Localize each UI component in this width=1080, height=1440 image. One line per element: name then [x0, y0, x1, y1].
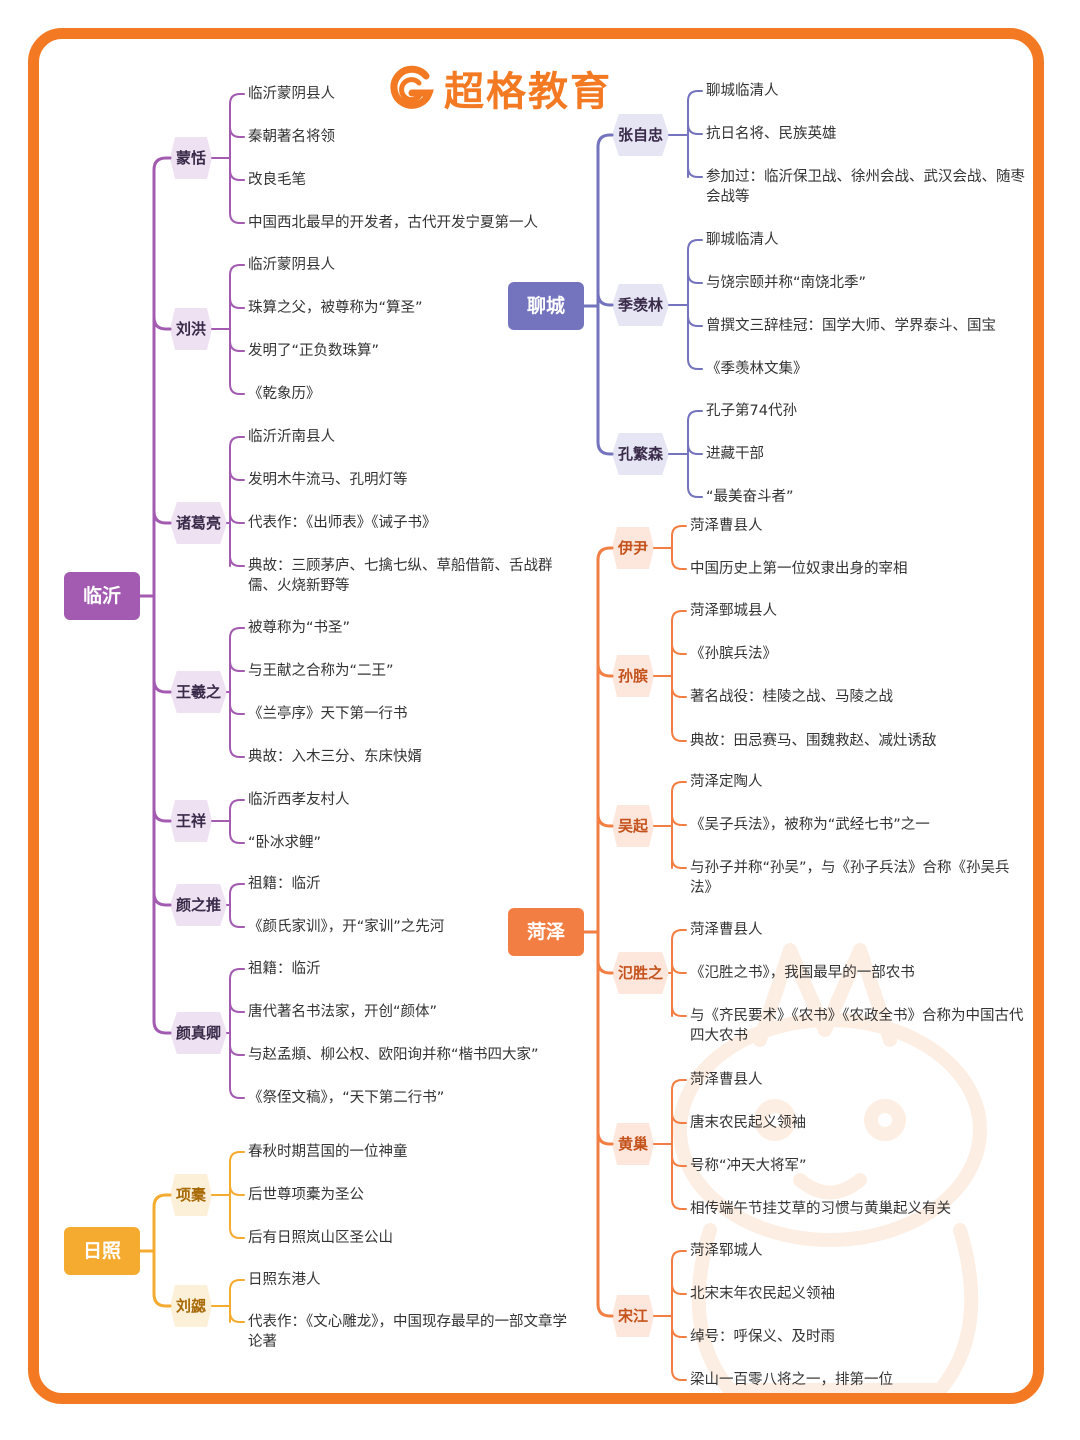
- person-linyi-7: 颜真卿: [170, 1018, 227, 1048]
- fact-rizhao-1-1: 春秋时期莒国的一位神童: [248, 1144, 408, 1160]
- person-liaocheng-2: 季羡林: [612, 290, 669, 320]
- fact-liaocheng-3-3: “最美奋斗者”: [706, 489, 794, 505]
- person-liaocheng-1: 张自忠: [612, 120, 669, 150]
- fact-linyi-4-1: 被尊称为“书圣”: [248, 620, 351, 636]
- fact-heze-4-3: 与《齐民要术》《农书》《农政全书》合称为中国古代四大农书: [690, 1008, 1024, 1044]
- person-linyi-4: 王羲之: [170, 677, 227, 707]
- person-rizhao-2: 刘勰: [170, 1291, 212, 1321]
- fact-linyi-3-1: 临沂沂南县人: [248, 429, 335, 445]
- person-linyi-1: 蒙恬: [170, 143, 212, 173]
- region-linyi: 临沂: [64, 572, 140, 620]
- fact-heze-1-2: 中国历史上第一位奴隶出身的宰相: [690, 561, 908, 577]
- fact-linyi-1-1: 临沂蒙阴县人: [248, 86, 335, 102]
- fact-rizhao-1-3: 后有日照岚山区圣公山: [248, 1230, 393, 1246]
- mascot-watermark: [673, 943, 987, 1397]
- fact-linyi-4-3: 《兰亭序》天下第一行书: [248, 706, 408, 722]
- fact-heze-4-2: 《氾胜之书》，我国最早的一部农书: [690, 965, 915, 981]
- person-heze-5: 黄巢: [612, 1129, 654, 1159]
- region-liaocheng: 聊城: [508, 282, 584, 330]
- fact-heze-3-3: 与孙子并称“孙吴”，与《孙子兵法》合称《孙吴兵法》: [690, 860, 1010, 896]
- person-heze-3: 吴起: [612, 811, 654, 841]
- fact-linyi-7-4: 《祭侄文稿》，“天下第二行书”: [248, 1090, 445, 1106]
- fact-heze-6-1: 菏泽郓城人: [690, 1243, 763, 1259]
- brand-name: 超格教育: [444, 69, 612, 115]
- fact-linyi-4-4: 典故：入木三分、东床快婿: [248, 749, 422, 765]
- fact-liaocheng-3-1: 孔子第74代孙: [706, 403, 797, 419]
- region-heze: 菏泽: [508, 908, 584, 956]
- fact-heze-6-2: 北宋末年农民起义领袖: [690, 1286, 835, 1302]
- fact-heze-5-1: 菏泽曹县人: [690, 1072, 763, 1088]
- fact-heze-6-4: 梁山一百零八将之一，排第一位: [690, 1372, 893, 1388]
- fact-linyi-7-1: 祖籍：临沂: [248, 961, 321, 977]
- person-linyi-2: 刘洪: [170, 314, 212, 344]
- fact-liaocheng-1-1: 聊城临清人: [706, 83, 779, 99]
- fact-linyi-2-2: 珠算之父，被尊称为“算圣”: [248, 300, 423, 316]
- person-liaocheng-3: 孔繁森: [612, 439, 669, 469]
- fact-rizhao-1-2: 后世尊项橐为圣公: [248, 1187, 364, 1203]
- person-heze-1: 伊尹: [612, 533, 654, 563]
- fact-liaocheng-2-4: 《季羡林文集》: [706, 361, 808, 377]
- person-linyi-6: 颜之推: [170, 890, 227, 920]
- fact-linyi-7-2: 唐代著名书法家，开创“颜体”: [248, 1004, 438, 1020]
- fact-linyi-3-3: 代表作：《出师表》《诫子书》: [248, 515, 437, 531]
- fact-liaocheng-3-2: 进藏干部: [706, 446, 764, 462]
- fact-heze-4-1: 菏泽曹县人: [690, 922, 763, 938]
- fact-heze-5-4: 相传端午节挂艾草的习惯与黄巢起义有关: [690, 1201, 951, 1217]
- fact-linyi-2-3: 发明了“正负数珠算”: [248, 343, 380, 359]
- person-heze-4: 氾胜之: [612, 958, 669, 988]
- person-heze-2: 孙膑: [612, 661, 654, 691]
- fact-linyi-1-3: 改良毛笔: [248, 172, 306, 188]
- fact-linyi-6-2: 《颜氏家训》，开“家训”之先河: [248, 919, 445, 935]
- fact-linyi-1-2: 秦朝著名将领: [248, 129, 335, 145]
- fact-linyi-4-2: 与王献之合称为“二王”: [248, 663, 394, 679]
- fact-linyi-3-2: 发明木牛流马、孔明灯等: [248, 472, 408, 488]
- fact-heze-2-1: 菏泽鄄城县人: [690, 603, 777, 619]
- person-heze-6: 宋江: [612, 1301, 654, 1331]
- person-linyi-5: 王祥: [170, 806, 212, 836]
- fact-heze-2-2: 《孙膑兵法》: [690, 646, 777, 662]
- brand-logo: 超格教育: [386, 60, 612, 116]
- region-rizhao: 日照: [64, 1227, 140, 1275]
- fact-linyi-2-4: 《乾象历》: [248, 386, 321, 402]
- fact-linyi-2-1: 临沂蒙阴县人: [248, 257, 335, 273]
- fact-linyi-1-4: 中国西北最早的开发者，古代开发宁夏第一人: [248, 215, 538, 231]
- fact-heze-1-1: 菏泽曹县人: [690, 518, 763, 534]
- fact-liaocheng-2-1: 聊城临清人: [706, 232, 779, 248]
- person-rizhao-1: 项橐: [170, 1180, 212, 1210]
- fact-linyi-5-2: “卧冰求鲤”: [248, 835, 322, 851]
- fact-heze-5-2: 唐末农民起义领袖: [690, 1115, 806, 1131]
- fact-heze-6-3: 绰号：呼保义、及时雨: [690, 1329, 835, 1345]
- fact-heze-3-1: 菏泽定陶人: [690, 774, 763, 790]
- fact-linyi-6-1: 祖籍：临沂: [248, 876, 321, 892]
- fact-liaocheng-1-3: 参加过：临沂保卫战、徐州会战、武汉会战、随枣会战等: [706, 169, 1025, 205]
- fact-liaocheng-1-2: 抗日名将、民族英雄: [706, 126, 837, 142]
- brand-logo-icon: [390, 65, 434, 109]
- fact-liaocheng-2-2: 与饶宗颐并称“南饶北季”: [706, 275, 867, 291]
- fact-heze-5-3: 号称“冲天大将军”: [690, 1158, 807, 1174]
- fact-heze-2-3: 著名战役：桂陵之战、马陵之战: [690, 689, 893, 705]
- fact-rizhao-2-1: 日照东港人: [248, 1272, 321, 1288]
- fact-rizhao-2-2: 代表作：《文心雕龙》，中国现存最早的一部文章学论著: [248, 1314, 567, 1350]
- fact-linyi-5-1: 临沂西孝友村人: [248, 792, 350, 808]
- fact-linyi-7-3: 与赵孟頫、柳公权、欧阳询并称“楷书四大家”: [248, 1047, 539, 1063]
- fact-liaocheng-2-3: 曾撰文三辞桂冠：国学大师、学界泰斗、国宝: [706, 318, 996, 334]
- person-linyi-3: 诸葛亮: [170, 508, 227, 538]
- fact-heze-2-4: 典故：田忌赛马、围魏救赵、减灶诱敌: [690, 733, 937, 749]
- border-frame: [28, 28, 1044, 1404]
- fact-linyi-3-4: 典故：三顾茅庐、七擒七纵、草船借箭、舌战群儒、火烧新野等: [248, 558, 553, 594]
- fact-heze-3-2: 《吴子兵法》，被称为“武经七书”之一: [690, 817, 930, 833]
